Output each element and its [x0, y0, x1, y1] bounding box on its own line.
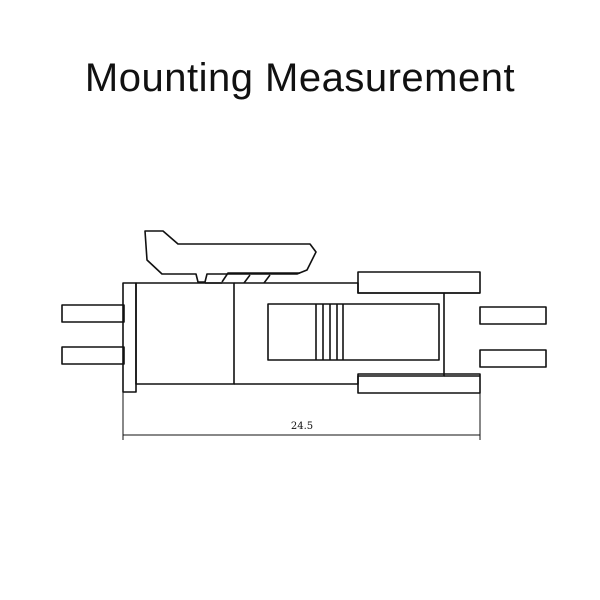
right-pin-top	[479, 306, 547, 325]
left-pin-bottom	[61, 346, 125, 365]
rail-bottom	[357, 373, 481, 394]
left-pin-top	[61, 304, 125, 323]
housing-left-flange	[122, 282, 137, 393]
housing-main	[135, 282, 235, 385]
rail-top	[357, 271, 481, 294]
left-pins	[61, 304, 125, 365]
right-pins	[479, 306, 547, 368]
housing-body	[122, 282, 445, 393]
right-pin-bottom	[479, 349, 547, 368]
latch-lever	[144, 230, 317, 284]
front-window	[267, 303, 440, 361]
guide-rails	[357, 271, 481, 394]
window-frame	[267, 303, 440, 361]
page-title: Mounting Measurement	[84, 56, 516, 100]
housing-right-outline	[234, 282, 445, 385]
dimension-label: 24.5	[291, 421, 313, 432]
dimension-line	[122, 392, 481, 440]
